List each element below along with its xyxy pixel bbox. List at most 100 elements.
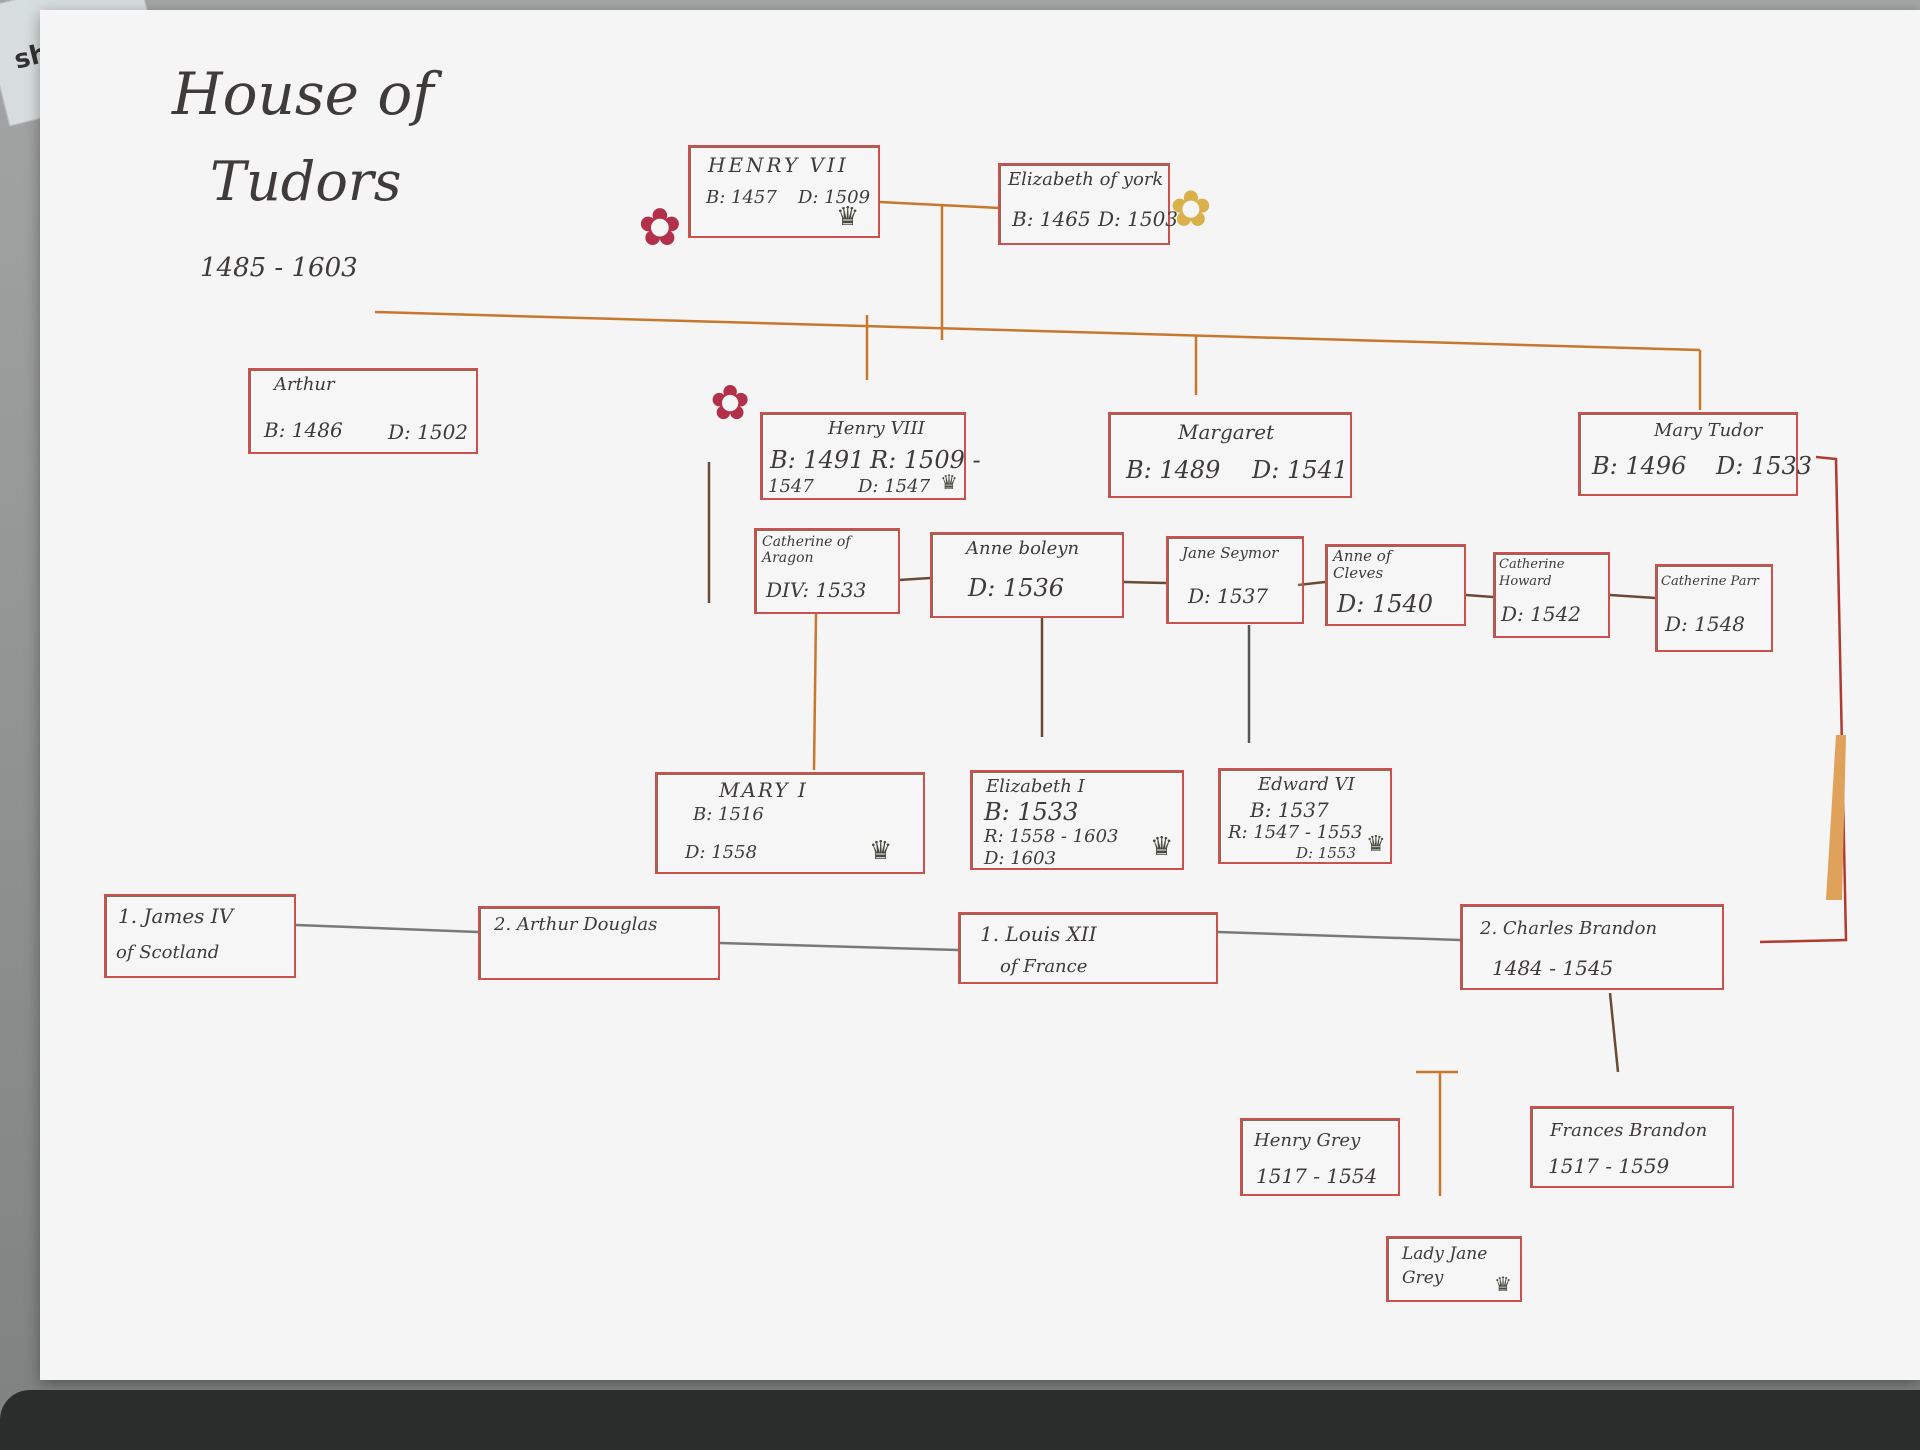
person-name: Arthur xyxy=(274,374,335,395)
crown-icon: ♛ xyxy=(940,470,958,494)
person-name: 2. Arthur Douglas xyxy=(494,914,658,935)
person-death: D: 1502 xyxy=(388,420,469,444)
descent-mary1 xyxy=(812,613,818,771)
person-years: 1517 - 1559 xyxy=(1548,1154,1670,1178)
person-henry-vii: HENRY VII B: 1457 D: 1509 ♛ xyxy=(688,145,880,238)
person-mary-i: MARY I B: 1516 D: 1558 ♛ xyxy=(655,772,925,874)
person-charles-brandon: 2. Charles Brandon 1484 - 1545 xyxy=(1460,904,1724,990)
york-rose-icon: ✿ xyxy=(1170,180,1212,238)
crown-icon: ♛ xyxy=(1150,832,1174,862)
person-name: Elizabeth I xyxy=(986,776,1085,797)
person-years: 1517 - 1554 xyxy=(1256,1164,1378,1188)
person-reign-end: 1547 xyxy=(768,476,814,497)
person-catherine-parr: Catherine Parr D: 1548 xyxy=(1655,564,1773,652)
person-birth: B: 1496 xyxy=(1592,452,1687,480)
person-birth: B: 1457 xyxy=(706,187,777,208)
paper-sheet xyxy=(40,10,1920,1380)
person-death: D: 1541 xyxy=(1252,456,1349,484)
crown-icon: ♛ xyxy=(1494,1272,1512,1296)
person-louis-xii: 1. Louis XII of France xyxy=(958,912,1218,984)
mary-tudor-bracket xyxy=(1759,455,1848,944)
person-birth: B: 1533 xyxy=(984,798,1079,826)
person-death: D: 1503 xyxy=(1098,207,1179,231)
person-birth: B: 1486 xyxy=(264,418,343,442)
person-name: 1. James IV xyxy=(118,904,234,928)
tudor-rose-icon: ✿ xyxy=(710,375,751,431)
person-frances-brandon: Frances Brandon 1517 - 1559 xyxy=(1530,1106,1734,1188)
person-name: Henry VIII xyxy=(828,418,925,439)
person-years: 1484 - 1545 xyxy=(1492,956,1614,980)
person-reign: R: 1558 - 1603 xyxy=(984,826,1119,847)
person-name: Edward VI xyxy=(1258,774,1355,795)
person-name: Lady Jane Grey xyxy=(1402,1244,1488,1288)
person-death: D: 1537 xyxy=(1188,584,1269,608)
descent-lady-jane xyxy=(1416,1070,1458,1196)
person-edward-vi: Edward VI B: 1537 R: 1547 - 1553 D: 1553… xyxy=(1218,768,1392,864)
person-arthur: Arthur B: 1486 D: 1502 xyxy=(248,368,478,454)
person-name: Anne of Cleves xyxy=(1333,547,1392,582)
person-lady-jane-grey: Lady Jane Grey ♛ xyxy=(1386,1236,1522,1302)
person-name: MARY I xyxy=(719,778,808,802)
person-name: Frances Brandon xyxy=(1550,1120,1708,1141)
crown-icon: ♛ xyxy=(1366,832,1386,857)
person-mary-tudor: Mary Tudor B: 1496 D: 1533 xyxy=(1578,412,1812,496)
marriage-line-henry7-elizabeth xyxy=(879,200,1001,210)
person-james-iv: 1. James IV of Scotland xyxy=(104,894,296,978)
person-birth: B: 1465 xyxy=(1012,207,1091,231)
person-name: Jane Seymor xyxy=(1182,544,1279,562)
person-elizabeth-of-york: Elizabeth of york B: 1465 D: 1503 xyxy=(998,163,1178,245)
person-death: D: 1603 xyxy=(984,848,1057,869)
spouse-line-mary-tudor xyxy=(1217,930,1461,942)
person-name: Catherine of Aragon xyxy=(762,534,851,566)
person-death: D: 1547 xyxy=(858,476,931,497)
person-birth: B: 1516 xyxy=(693,804,764,825)
person-title: of Scotland xyxy=(116,942,220,963)
tudor-rose-icon: ✿ xyxy=(638,198,682,258)
person-catherine-howard: Catherine Howard D: 1542 xyxy=(1493,552,1610,638)
wives-chain xyxy=(898,576,1656,600)
person-name: Anne boleyn xyxy=(966,538,1080,559)
person-name: Catherine Howard xyxy=(1499,557,1565,589)
person-catherine-of-aragon: Catherine of Aragon DIV: 1533 xyxy=(754,528,900,614)
person-death: D: 1540 xyxy=(1337,590,1434,618)
descent-frances xyxy=(1608,992,1620,1073)
person-arthur-douglas: 2. Arthur Douglas xyxy=(478,906,720,980)
person-divorce: DIV: 1533 xyxy=(766,578,867,602)
spouse-line-margaret xyxy=(295,923,959,952)
person-birth: B: 1537 xyxy=(1250,798,1329,822)
person-death: D: 1558 xyxy=(685,842,758,863)
person-henry-viii: Henry VIII B: 1491 R: 1509 - 1547 D: 154… xyxy=(760,412,981,500)
person-margaret: Margaret B: 1489 D: 1541 xyxy=(1108,412,1352,498)
person-name: Mary Tudor xyxy=(1654,420,1763,441)
crown-icon: ♛ xyxy=(836,202,860,232)
person-name: HENRY VII xyxy=(708,153,849,177)
person-death: D: 1553 xyxy=(1296,844,1357,862)
crown-icon: ♛ xyxy=(869,836,893,866)
person-death: D: 1548 xyxy=(1665,612,1746,636)
person-title: of France xyxy=(1000,956,1088,977)
person-birth: B: 1489 xyxy=(1126,456,1221,484)
person-name: Henry Grey xyxy=(1254,1130,1361,1151)
person-name: Catherine Parr xyxy=(1661,574,1759,589)
tree-title-line2: Tudors xyxy=(210,150,402,213)
person-name: Margaret xyxy=(1178,420,1275,444)
person-name: Elizabeth of york xyxy=(1008,169,1164,190)
person-death: D: 1542 xyxy=(1501,602,1582,626)
person-elizabeth-i: Elizabeth I B: 1533 R: 1558 - 1603 D: 16… xyxy=(970,770,1184,870)
person-death: D: 1509 xyxy=(798,187,871,208)
children-bar xyxy=(374,310,1701,352)
person-anne-boleyn: Anne boleyn D: 1536 xyxy=(930,532,1124,618)
person-birth: B: 1491 xyxy=(770,446,865,474)
tree-title-years: 1485 - 1603 xyxy=(200,253,358,283)
tree-title-line1: House of xyxy=(172,60,434,128)
person-henry-grey: Henry Grey 1517 - 1554 xyxy=(1240,1118,1400,1196)
person-reign: R: 1547 - 1553 xyxy=(1228,822,1363,843)
bracket-shading xyxy=(1826,735,1846,900)
person-name: 1. Louis XII xyxy=(980,922,1097,946)
person-jane-seymour: Jane Seymor D: 1537 xyxy=(1166,536,1304,624)
person-name: 2. Charles Brandon xyxy=(1480,918,1658,939)
person-anne-of-cleves: Anne of Cleves D: 1540 xyxy=(1325,544,1466,626)
person-reign: R: 1509 - xyxy=(870,446,981,474)
person-death: D: 1536 xyxy=(968,574,1065,602)
